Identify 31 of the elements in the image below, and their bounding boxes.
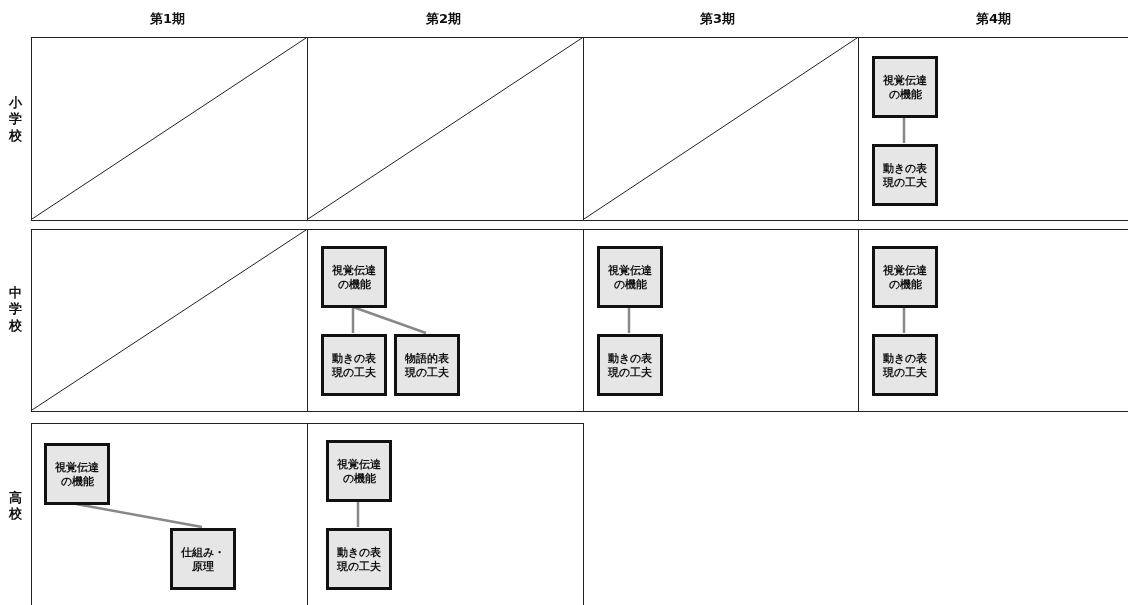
topic-box: 物語的表現の工夫 [394, 334, 460, 396]
column-header: 第4期 [976, 10, 1012, 28]
grid-cell [307, 229, 584, 412]
connector-line [627, 307, 631, 333]
grid-cell [583, 229, 859, 412]
topic-box: 仕組み・原理 [170, 528, 236, 590]
topic-box: 動きの表現の工夫 [872, 144, 938, 206]
topic-box: 視覚伝達の機能 [872, 246, 938, 308]
topic-box: 視覚伝達の機能 [597, 246, 663, 308]
connector-line [902, 307, 906, 333]
topic-box: 動きの表現の工夫 [321, 334, 387, 396]
grid-cell [31, 423, 308, 605]
grid-cell [307, 423, 584, 605]
grid-cell [858, 37, 1128, 221]
topic-box: 動きの表現の工夫 [597, 334, 663, 396]
topic-box: 動きの表現の工夫 [326, 528, 392, 590]
connector-line [356, 501, 360, 527]
topic-box: 動きの表現の工夫 [872, 334, 938, 396]
topic-box: 視覚伝達の機能 [321, 246, 387, 308]
row-header: 高校 [8, 490, 23, 523]
column-header: 第1期 [150, 10, 186, 28]
column-header: 第2期 [426, 10, 462, 28]
grid-cell [858, 229, 1128, 412]
topic-box: 視覚伝達の機能 [326, 440, 392, 502]
connector-line [352, 305, 427, 335]
connector-line [75, 502, 203, 529]
topic-box: 視覚伝達の機能 [872, 56, 938, 118]
connector-line [902, 117, 906, 143]
connector-line [351, 307, 355, 333]
column-header: 第3期 [700, 10, 736, 28]
topic-box: 視覚伝達の機能 [44, 443, 110, 505]
